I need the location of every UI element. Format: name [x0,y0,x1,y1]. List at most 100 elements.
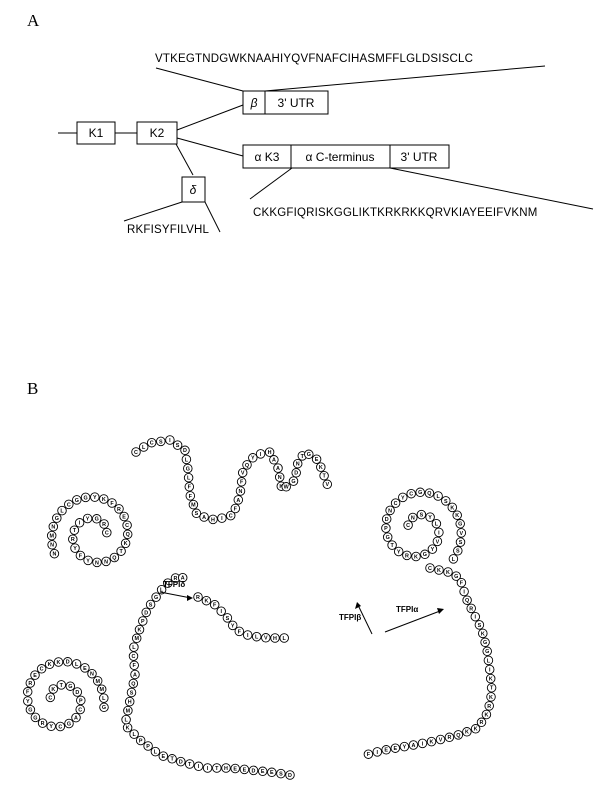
alpha-tail-residue [474,620,485,630]
alpha-tail-residue [484,664,495,675]
linker-residue-letter: C [132,654,136,660]
alpha-exon-box: α K3 α C-terminus 3' UTR [242,144,450,169]
kunitz2-residue-letter: Q [126,532,130,538]
kunitz3-residue [381,523,391,533]
kunitz3-residue [432,536,443,547]
kunitz1-residue [76,695,86,706]
delta-tail-residue-letter: L [255,635,259,641]
kunitz3-residue-letter: K [414,554,418,560]
kunitz1-residue-letter: E [33,673,37,679]
alpha-tail-residue [462,595,472,605]
linker-residue-letter: S [149,602,153,608]
kunitz3-residue-letter: K [455,513,459,519]
kunitz2-residue [80,492,91,503]
alpha-tail-residue-letter: Q [465,598,469,604]
linker-residue [124,696,135,707]
linker-residue [221,763,231,773]
linker-residue [239,764,250,775]
tfpi-beta-label: TFPIβ [339,613,361,622]
kunitz2-residue [57,505,67,516]
kunitz3-residue-letter: G [423,552,427,558]
linker-residue [176,756,186,767]
alpha-tail-residue-letter: Y [403,745,407,751]
kunitz3-residue [387,540,397,550]
linker-residue [129,660,139,671]
beta-arm-residue-letter: C [229,514,233,520]
beta-arm-residue [311,454,322,464]
linker-residue [202,763,213,773]
beta-arm-residue-letter: D [294,471,298,477]
linker-residue-letter: L [154,750,158,756]
linker-residue-letter: D [288,773,292,779]
linker-residue [130,669,140,680]
kunitz3-residue-letter: I [438,530,440,536]
beta-arm-residue-letter: L [142,445,146,451]
kunitz3-residue-letter: G [458,522,462,528]
alpha-tail-residue [443,567,453,577]
alpha-tail-residue-letter: S [478,623,482,629]
delta-tail-residue-letter: V [264,636,268,642]
kunitz3-residue [448,554,459,564]
linker-residue-letter: A [181,576,185,582]
beta-arm-residue-letter: N [239,489,243,495]
beta-arm-residue-letter: C [150,441,154,447]
kunitz2-residue [49,548,60,559]
kunitz2-residue-letter: I [79,521,81,527]
kunitz2-residue-letter: G [95,517,99,523]
kunitz2-residue-letter: N [95,560,99,566]
alpha-tail-residue [481,709,492,720]
linker-residue [163,578,173,588]
linker-residue-letter: T [188,762,192,768]
delta-tail-residue-letter: Y [231,623,235,629]
kunitz2-residue-letter: N [52,552,56,558]
delta-tail-residue [261,633,271,643]
linker-residue [129,729,139,739]
linker-residue [212,763,222,773]
delta-tail-residue-letter: L [283,636,287,642]
kunitz3-residue [382,532,393,542]
alpha-tail-residue [372,747,383,757]
linker-residue-letter: E [270,770,274,776]
kunitz1-residue [46,721,56,732]
kunitz3-residue-letter: S [444,499,448,505]
beta-arm-residue [288,476,299,486]
alpha-tail-residue-letter: K [465,730,469,736]
beta-arm-residue-letter: E [315,457,319,463]
kunitz3-residue [411,551,421,562]
linker-residue [184,759,195,769]
alpha-tail-residue [459,586,469,597]
linker-residue [177,572,188,583]
alpha-tail-residue-letter: Q [456,733,460,739]
tfpi-delta-label: TFPIδ [163,580,185,589]
alpha-tail-residue [478,628,488,639]
alpha-tail-residue-letter: I [377,750,379,756]
kunitz1-residue [44,659,55,670]
delta-tail-residue [201,595,212,606]
linker-residue [230,763,240,774]
kunitz1-residue [22,687,33,697]
kunitz2-residue-letter: K [124,541,128,547]
kunitz1-residue-letter: G [33,715,37,721]
kunitz1-residue [75,704,85,715]
beta-arm-residue-letter: M [191,503,196,509]
isoform-annotations: TFPIδ TFPIβ TFPIα [159,580,444,635]
kunitz1-residue-letter: G [102,705,106,711]
kunitz2-residue-letter: Q [112,555,116,561]
linker-residue-letter: E [243,767,247,773]
kunitz2-residue-letter: T [73,528,77,534]
kunitz3-residue-letter: L [435,522,439,528]
kunitz1-residue-letter: M [99,687,104,693]
kunitz2-residue-letter: M [49,534,54,540]
linker-residue [285,770,295,780]
kunitz1-residue [80,663,90,673]
kunitz3-residue [390,498,401,508]
beta-arm-residue-letter: I [169,438,171,444]
kunitz3-residue-letter: C [409,492,413,498]
kunitz2-residue-letter: R [117,507,121,513]
kunitz1-residue [48,684,59,694]
linker-residue [167,754,177,764]
alpha-tail-residue-letter: I [475,615,477,621]
linker-residue-letter: L [132,645,136,651]
alpha-tail-residue [486,683,497,693]
kunitz2-residue [82,513,93,524]
